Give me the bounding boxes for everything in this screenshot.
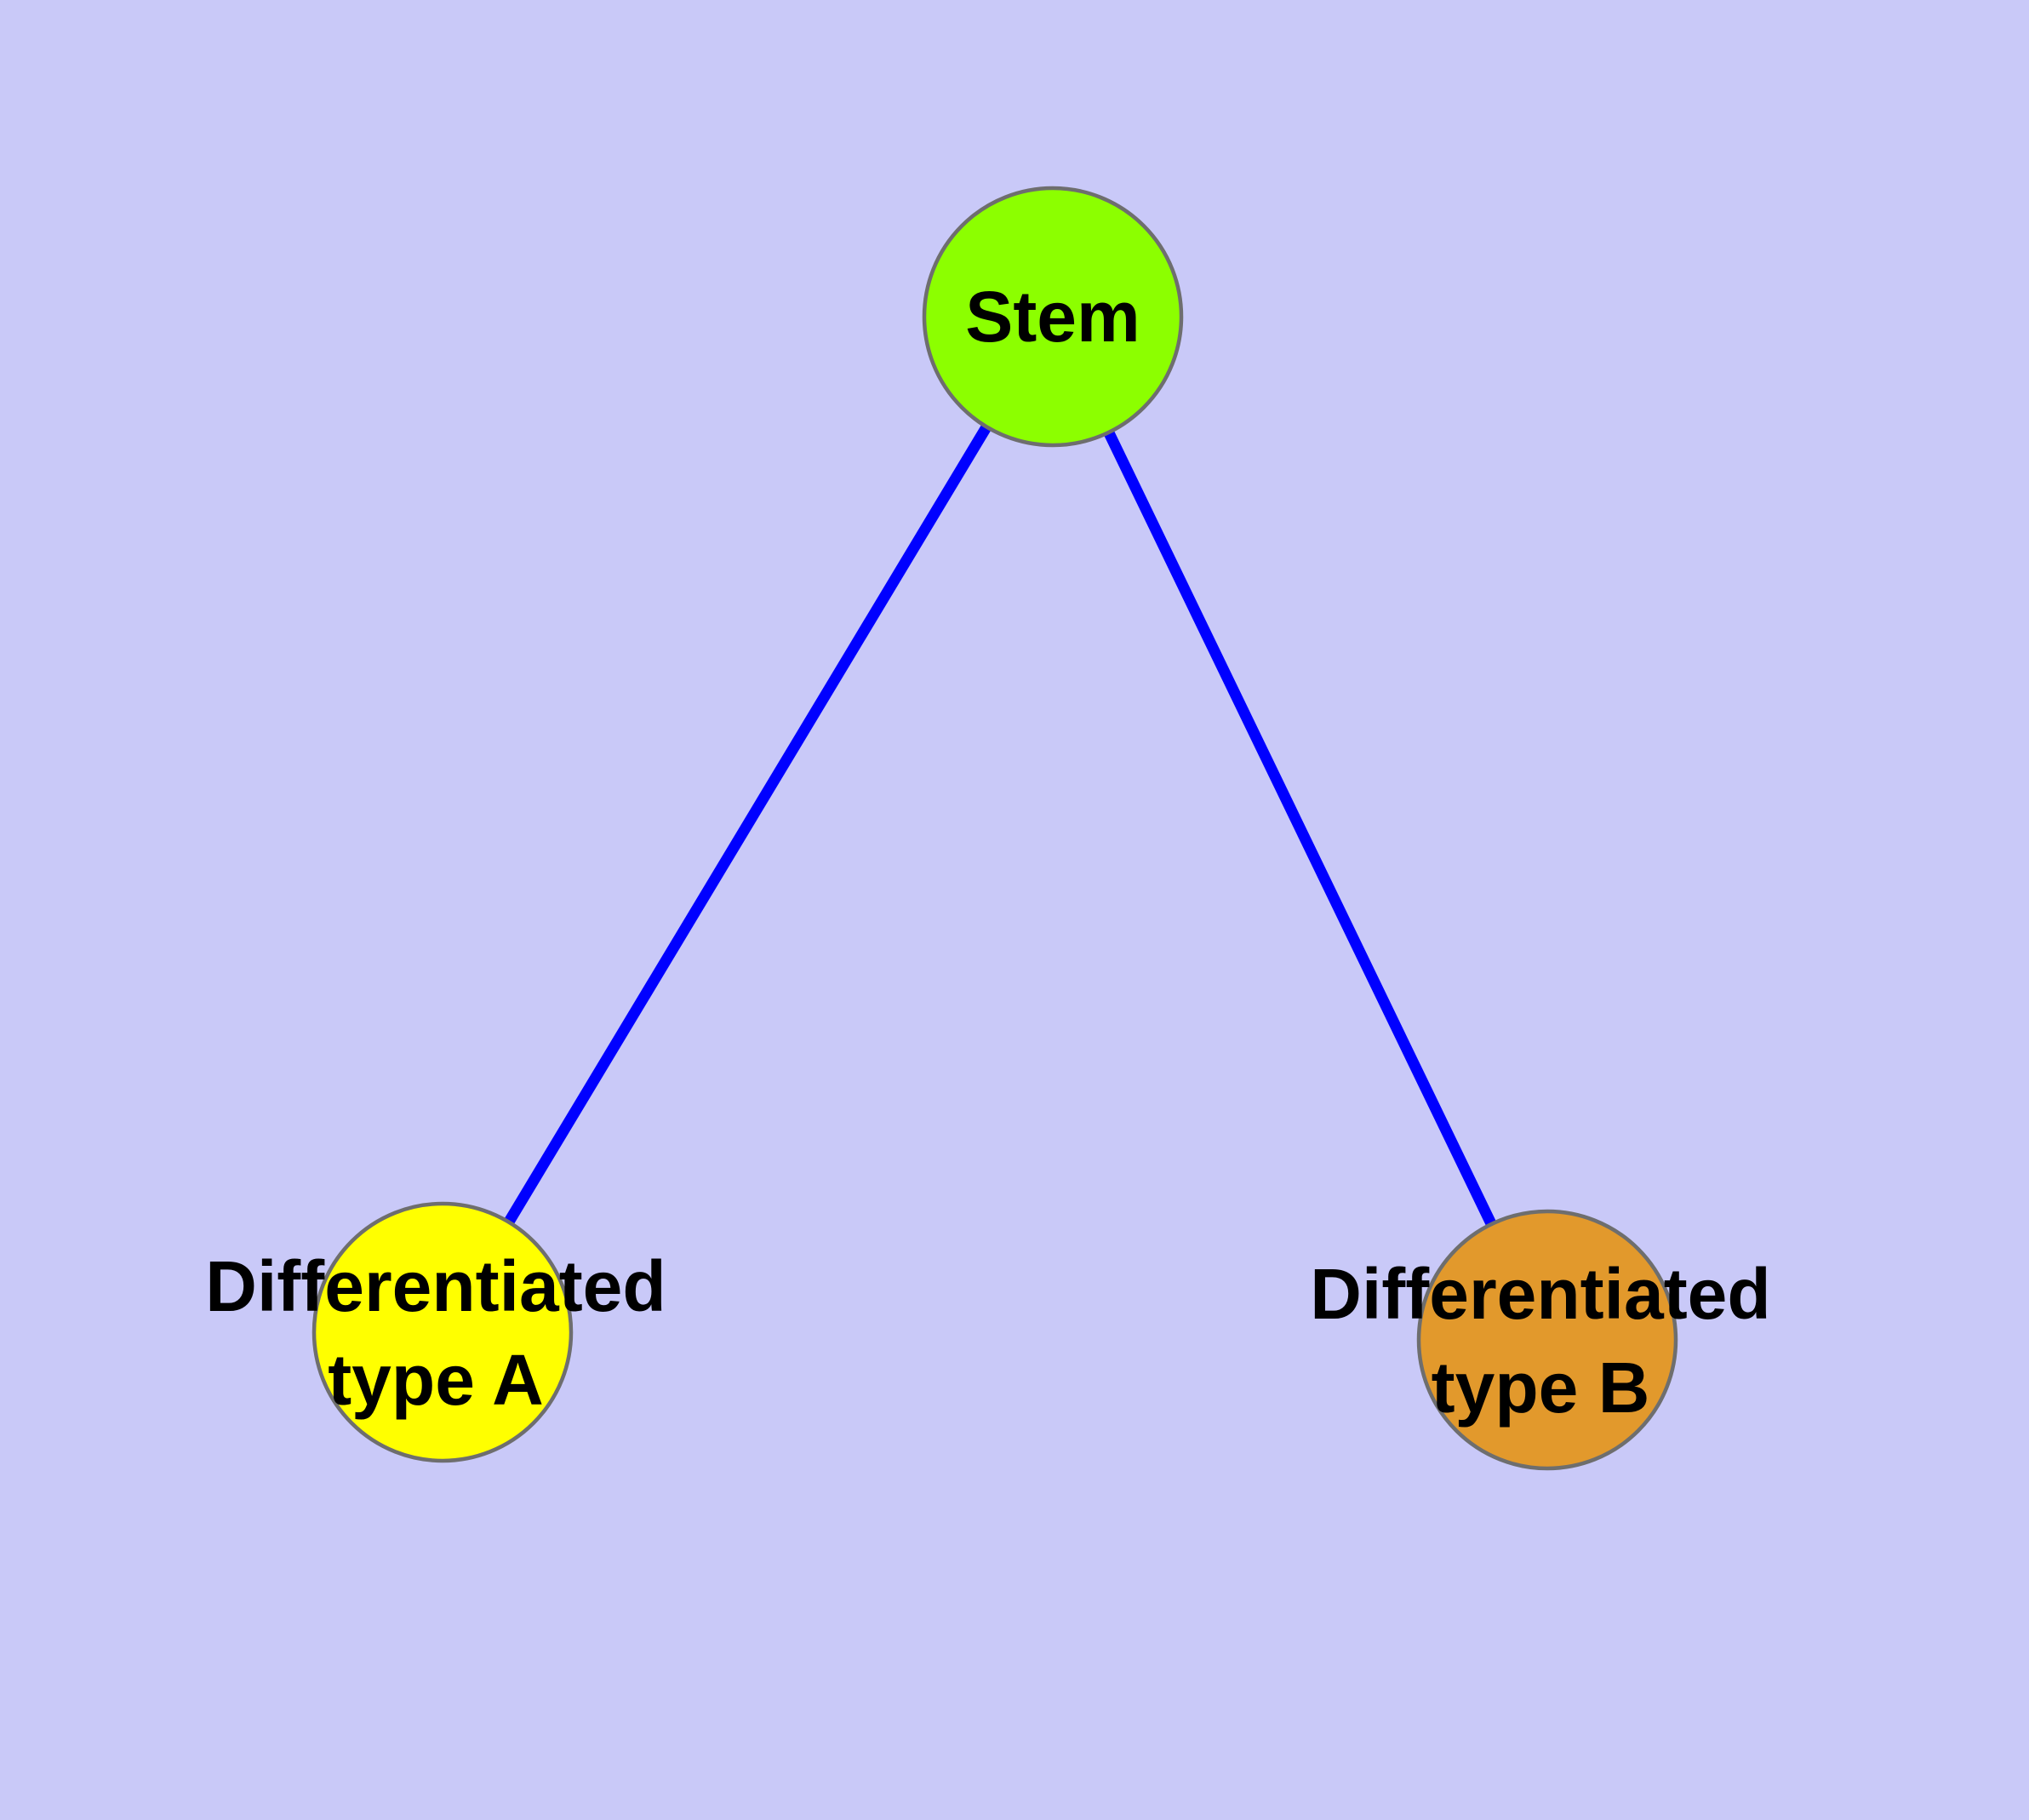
type-b-node-label-line1: Differentiated bbox=[1310, 1254, 1770, 1334]
edge-stem-to-type-b bbox=[1048, 314, 1552, 1342]
type-a-node-label-line2: type A bbox=[328, 1340, 544, 1420]
stem-node-label: Stem bbox=[965, 277, 1140, 357]
edge-stem-to-type-a bbox=[437, 313, 1058, 1336]
type-a-node-label-line1: Differentiated bbox=[205, 1246, 666, 1326]
type-a-node-circle bbox=[311, 1201, 574, 1463]
type-b-node-circle bbox=[1416, 1209, 1678, 1471]
stem-node-circle bbox=[922, 186, 1184, 448]
type-b-node-label-line2: type B bbox=[1432, 1348, 1650, 1428]
